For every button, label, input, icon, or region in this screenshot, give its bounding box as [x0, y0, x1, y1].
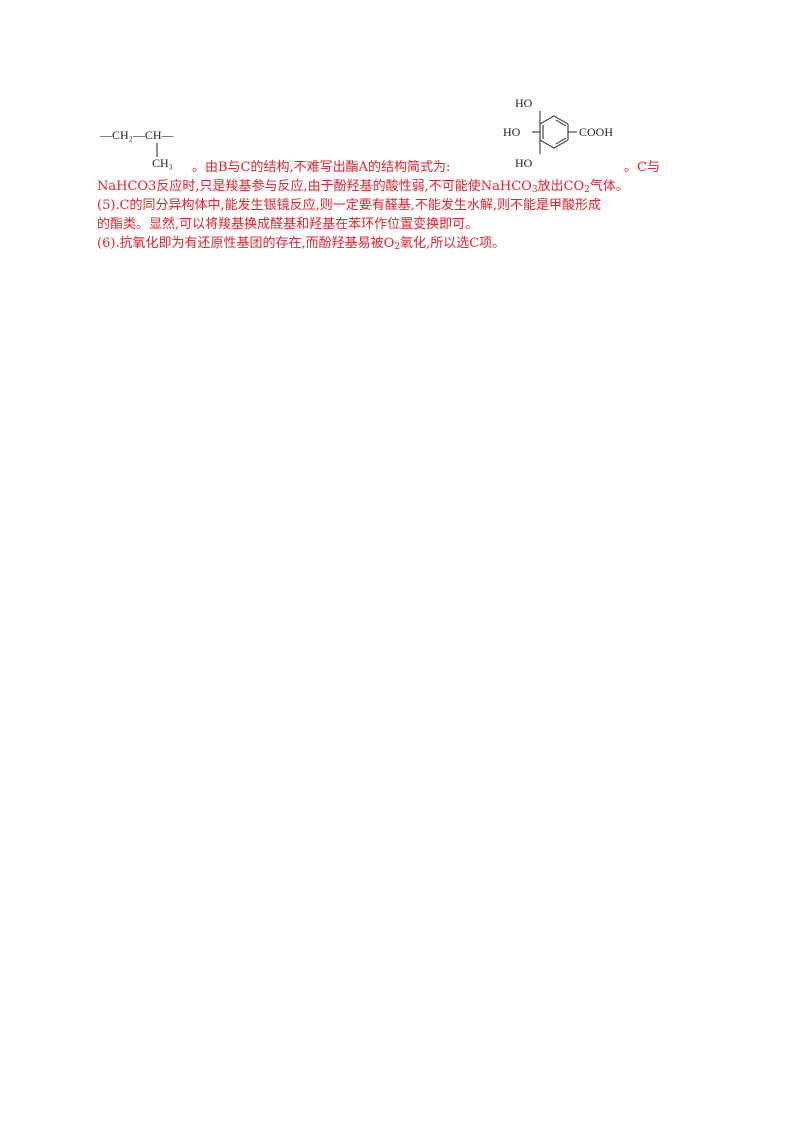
answer-line-2-part-a: NaHCO3反应时,只是羧基参与反应,由于酚羟基的酸性弱,不可能使NaHCO	[97, 179, 532, 194]
answer-line-5: (6).抗氧化即为有还原性基团的存在,而酚羟基易被O2氧化,所以选C项。	[97, 234, 505, 253]
benzene-ring	[532, 111, 577, 154]
answer-line-1a: 。由B与C的结构,不难写出酯A的结构简式为:	[192, 160, 451, 175]
answer-line-2-part-b: 放出CO	[537, 179, 585, 194]
hydroxyl-top-label: HO	[515, 96, 533, 110]
hydroxyl-middle-label: HO	[503, 125, 521, 139]
answer-line-2-sub-b: 2	[584, 185, 590, 195]
fragment-main-chain: —CH₂—CH—	[100, 128, 174, 142]
hydroxyl-bottom-label: HO	[515, 156, 533, 170]
answer-line-2: NaHCO3反应时,只是羧基参与反应,由于酚羟基的酸性弱,不可能使NaHCO3放…	[97, 177, 629, 196]
answer-line-5-part-b: 氧化,所以选C项。	[400, 236, 506, 251]
polymer-fragment-structure: —CH₂—CH— CH₃	[100, 128, 200, 172]
carboxyl-label: COOH	[579, 125, 614, 139]
answer-line-5-sub-a: 2	[394, 242, 401, 252]
fragment-substituent: CH₃	[152, 156, 173, 170]
answer-line-5-part-a: (6).抗氧化即为有还原性基团的存在,而酚羟基易被O	[97, 236, 395, 251]
answer-line-1b: 。C与	[624, 160, 660, 175]
answer-line-3: (5).C的同分异构体中,能发生银镜反应,则一定要有醛基,不能发生水解,则不能是…	[97, 198, 602, 213]
answer-line-4: 的酯类。显然,可以将羧基换成醛基和羟基在苯环作位置变换即可。	[97, 217, 479, 232]
answer-line-2-part-c: 气体。	[589, 179, 629, 194]
answer-line-2-sub-a: 3	[531, 185, 538, 195]
fragment-branch-bond	[156, 143, 158, 157]
gallic-acid-structure: HO HO HO COOH	[503, 94, 630, 172]
